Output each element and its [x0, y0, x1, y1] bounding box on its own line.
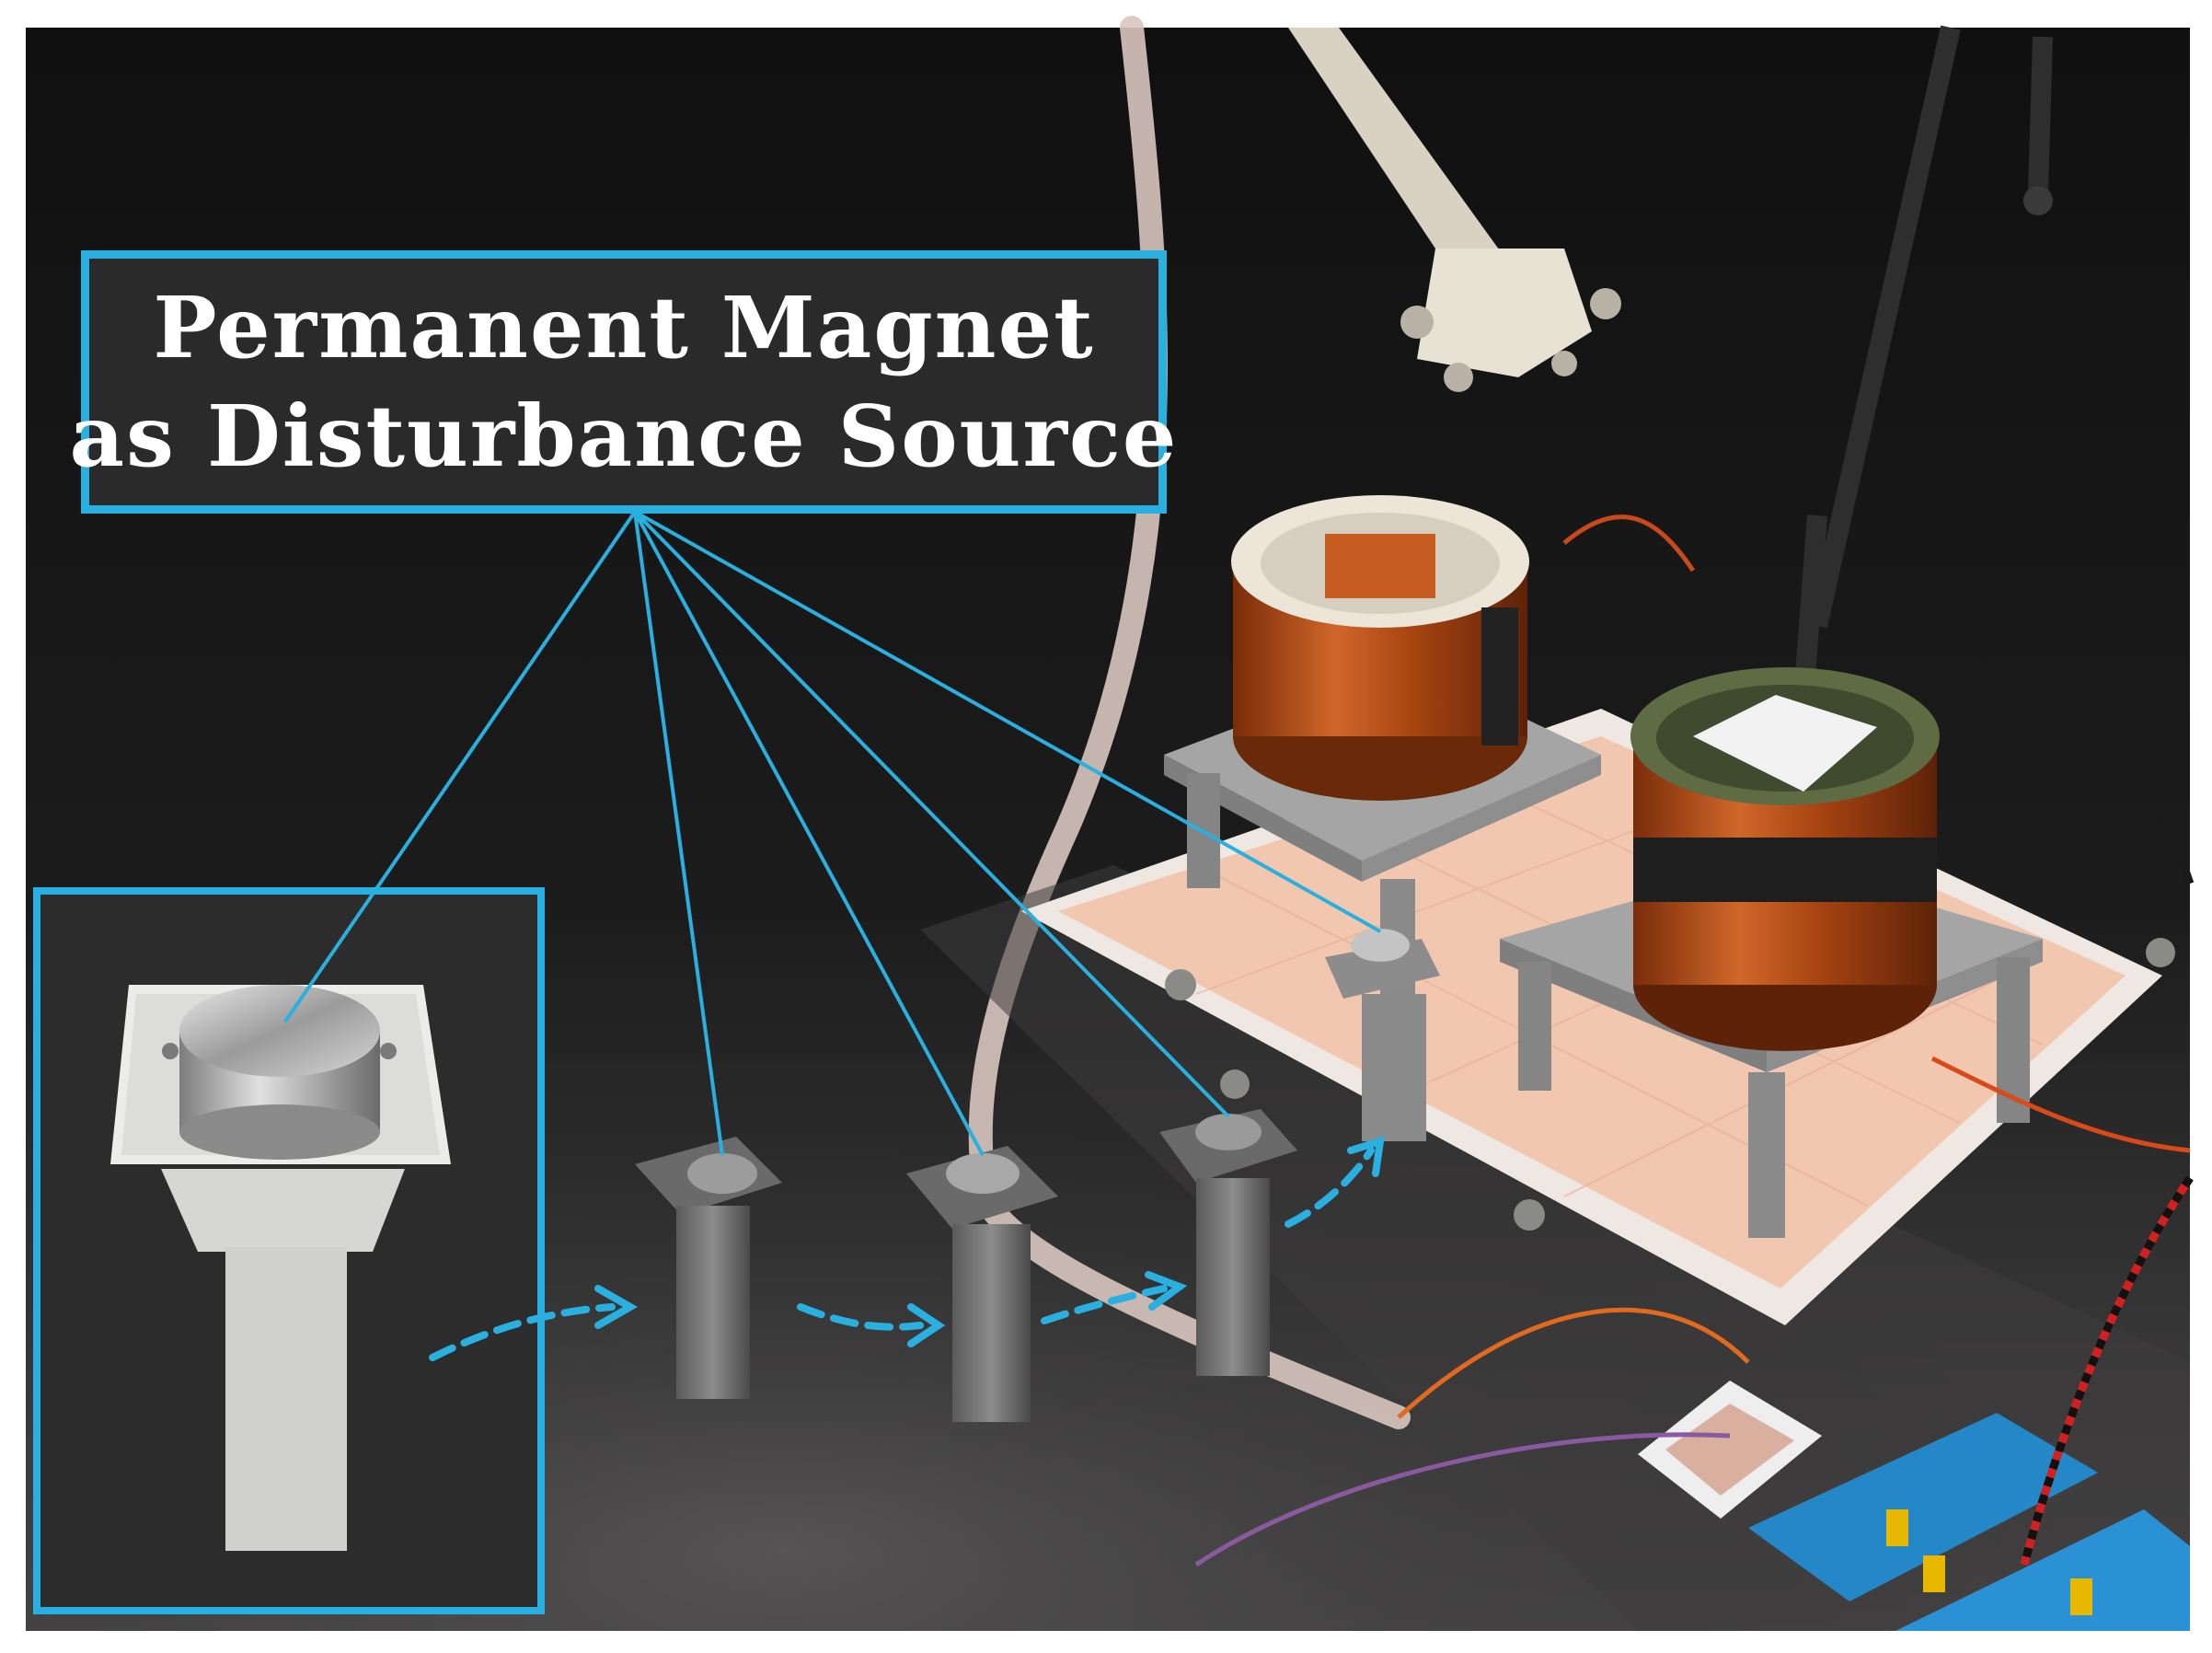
wires [1194, 514, 2195, 1567]
coil-left [1231, 495, 1529, 801]
magnet-post-4 [1325, 929, 1440, 1141]
acrylic-plate [920, 865, 2190, 1631]
tracking-probe [1288, 28, 1621, 392]
sensor-boards [1748, 1413, 2190, 1631]
annotation-line-2: as Disturbance Source [69, 387, 1179, 486]
magnet-inset [33, 887, 545, 1614]
tracking-markers [1165, 938, 2175, 1231]
dashed-arrow-icon [429, 1147, 1375, 1361]
coil-right [1630, 667, 1940, 1051]
callout-lines [283, 510, 1381, 1156]
magnet-post-3 [1159, 1109, 1297, 1376]
breadboard [1638, 1381, 1822, 1519]
annotation-line-1: Permanent Magnet [153, 278, 1095, 377]
annotation-label: Permanent Magnet as Disturbance Source [70, 250, 1176, 514]
magnet-post-1 [635, 1137, 782, 1399]
magnet-post-2 [906, 1146, 1058, 1422]
arrow-heads [594, 1136, 1385, 1347]
